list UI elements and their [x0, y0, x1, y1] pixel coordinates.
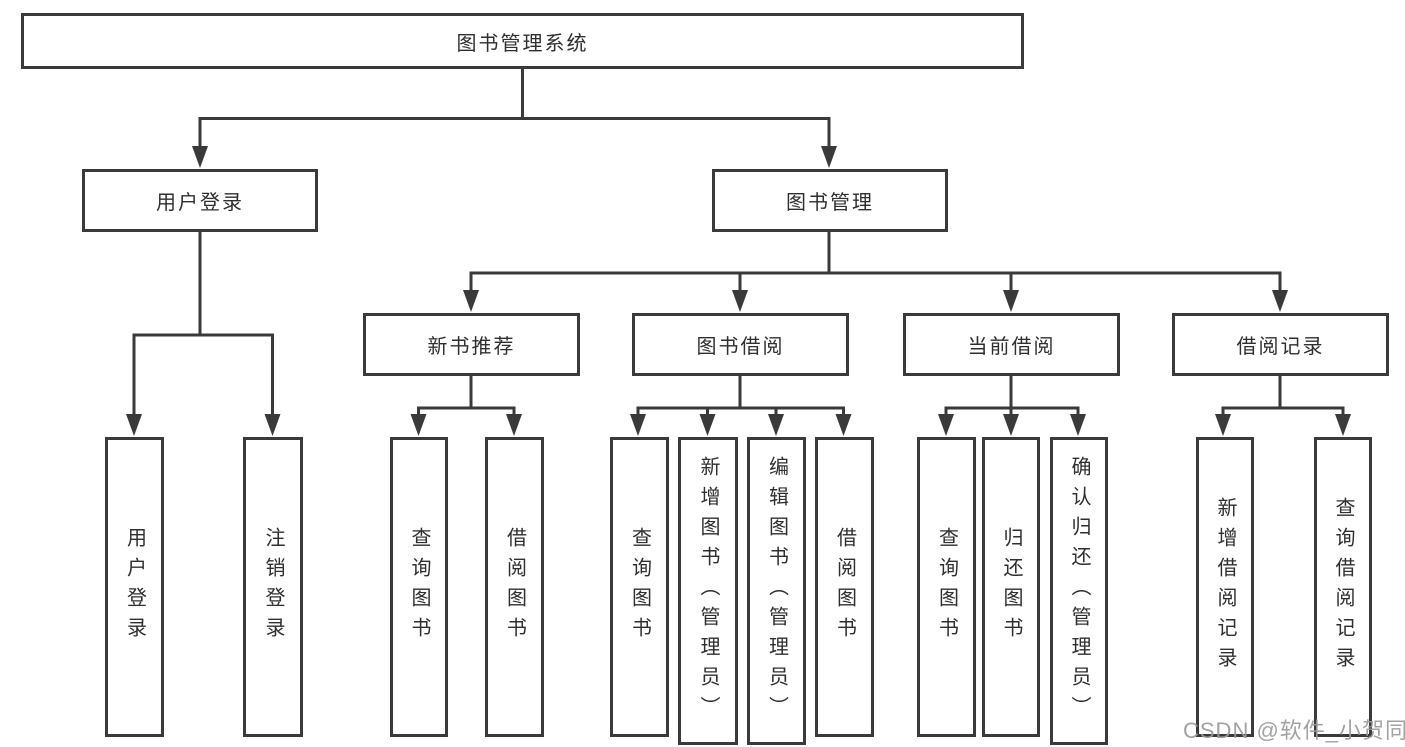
leaf-label: 借阅图书	[833, 527, 856, 647]
arrowhead	[192, 146, 208, 168]
arrowhead	[630, 414, 646, 436]
csdn-watermark: CSDN @软件_小贺同学	[1183, 718, 1405, 743]
leaf-label: 查询借阅记录	[1332, 497, 1354, 677]
arrowhead	[732, 290, 748, 312]
arrowhead	[1070, 414, 1086, 436]
arrowhead	[1335, 414, 1351, 436]
arrowhead	[1215, 414, 1231, 436]
leaf-label: 注销登录	[262, 527, 284, 647]
leaf-label: 借阅图书	[503, 527, 526, 647]
leaf-borrow-book-recommend: 借阅图书	[485, 437, 544, 737]
leaf-logout: 注销登录	[243, 437, 303, 737]
leaf-label: 查询图书	[935, 527, 958, 647]
arrowhead	[821, 146, 837, 168]
node-book-management: 图书管理	[712, 169, 948, 232]
node-new-book-recommend: 新书推荐	[363, 313, 580, 376]
arrowhead	[699, 414, 716, 436]
edge-newbook-span	[417, 406, 516, 415]
arrowhead	[1272, 290, 1288, 312]
edge-borrow-span	[636, 406, 845, 415]
arrowhead	[1003, 414, 1019, 436]
node-library-system: 图书管理系统	[21, 13, 1024, 69]
leaf-label: 用户登录	[123, 527, 146, 647]
leaf-label: 确认归还（管理员）	[1068, 456, 1090, 726]
edge-records-span	[1221, 406, 1345, 415]
edge-bookmgmt-span	[469, 271, 1282, 291]
arrowhead	[506, 414, 522, 436]
node-current-borrowing: 当前借阅	[903, 313, 1120, 376]
leaf-borrow-book: 借阅图书	[815, 437, 874, 737]
leaf-label: 新增借阅记录	[1214, 497, 1236, 677]
leaf-query-book-recommend: 查询图书	[390, 437, 448, 737]
arrowhead	[264, 414, 281, 436]
leaf-user-login: 用户登录	[105, 437, 164, 737]
arrowhead	[768, 414, 784, 436]
leaf-query-book-borrowing: 查询图书	[610, 437, 669, 737]
leaf-query-borrow-record: 查询借阅记录	[1314, 437, 1372, 737]
arrowhead	[410, 414, 427, 436]
node-user-login: 用户登录	[82, 169, 318, 232]
leaf-label: 归还图书	[1000, 527, 1022, 647]
arrowhead	[835, 414, 852, 436]
leaf-confirm-return-admin: 确认归还（管理员）	[1050, 437, 1108, 745]
leaf-label: 查询图书	[408, 527, 430, 647]
leaf-query-book-current: 查询图书	[917, 437, 976, 737]
leaf-label: 新增图书（管理员）	[697, 456, 719, 726]
leaf-add-book-admin: 新增图书（管理员）	[678, 437, 738, 745]
arrowhead	[463, 290, 479, 312]
node-book-borrowing: 图书借阅	[632, 313, 849, 376]
leaf-return-book: 归还图书	[982, 437, 1040, 737]
arrowhead	[126, 414, 142, 436]
edge-root-span	[198, 117, 831, 147]
leaf-label: 查询图书	[628, 527, 651, 647]
leaf-label: 编辑图书（管理员）	[765, 456, 788, 726]
node-borrow-records: 借阅记录	[1172, 313, 1389, 376]
arrowhead	[1003, 290, 1019, 312]
leaf-edit-book-admin: 编辑图书（管理员）	[747, 437, 806, 745]
leaf-add-borrow-record: 新增借阅记录	[1196, 437, 1254, 737]
arrowhead	[938, 414, 954, 436]
edge-userlogin-span	[132, 333, 274, 415]
